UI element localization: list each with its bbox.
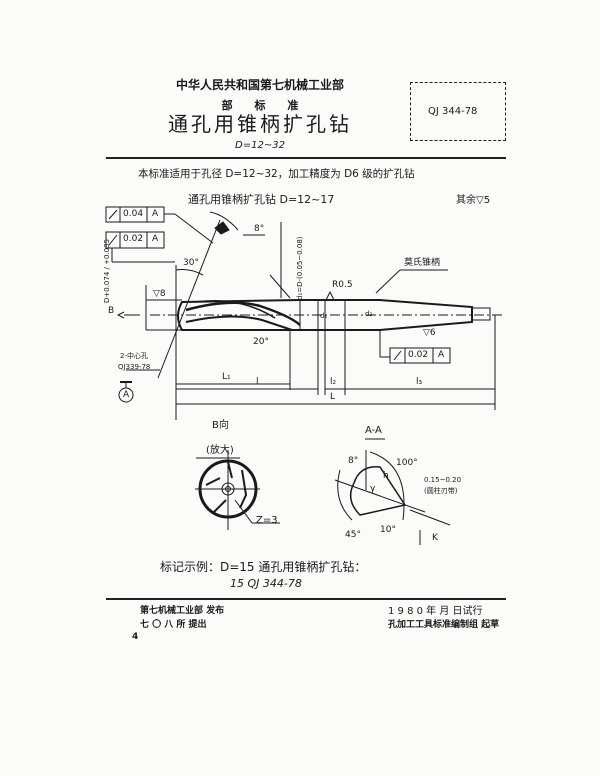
tolerance-value-1: 0.04 [123, 209, 144, 219]
tolerance-value-2: 0.02 [123, 234, 144, 244]
page-number: 4 [132, 632, 139, 642]
roughness-6: ▽6 [423, 328, 436, 338]
standard-code: QJ 344-78 [428, 106, 478, 117]
section-aa-title: A-A [365, 425, 382, 436]
standard-code-box [410, 82, 506, 141]
scope-text: 本标准适用于孔径 D=12~32，加工精度为 D6 级的扩孔钻 [138, 168, 415, 180]
marking-example: 标记示例：D=15 通孔用锥柄扩孔钻： [160, 560, 367, 574]
angle-30: 30° [183, 258, 199, 268]
aa-angle-8: 8° [348, 456, 359, 466]
issuer: 第七机械工业部 发布 [140, 606, 225, 616]
view-b-arrow-label: B [108, 306, 115, 316]
radius-r05: R0.5 [332, 280, 353, 290]
tolerance-frame-1 [105, 206, 214, 244]
view-b-title: B向 [212, 420, 229, 431]
center-hole-label: 2-中心孔 [120, 352, 148, 360]
footer-rule [106, 598, 506, 600]
morse-taper-label: 莫氏锥柄 [404, 258, 441, 268]
tolerance-frame-3 [389, 347, 451, 364]
aa-gamma: γ [370, 484, 376, 494]
tolerance-datum-3: A [438, 350, 445, 360]
angle-8: 8° [254, 224, 265, 234]
angle-20: 20° [253, 337, 269, 347]
roughness-note: 其余▽5 [456, 195, 491, 206]
diameter-tolerance: D+0.074 / +0.035 [103, 238, 111, 303]
roughness-8: ▽8 [153, 289, 166, 299]
aa-land-note: (圆柱刃带) [424, 487, 458, 495]
aa-land-width: 0.15~0.20 [424, 476, 462, 484]
d1-formula: d₁=D-(0.05~0.08) [296, 236, 304, 300]
aa-angle-100: 100° [396, 458, 418, 468]
tolerance-frame-2 [105, 231, 175, 263]
dim-d2: d₂ [365, 310, 373, 318]
dim-l2: l₂ [330, 377, 337, 387]
standard-type: 部 标 准 [221, 99, 299, 112]
tolerance-datum-2: A [152, 234, 159, 244]
aa-angle-10: 10° [380, 525, 396, 535]
dim-l: l [256, 377, 259, 387]
marking-example-code: 15 QJ 344-78 [230, 577, 302, 590]
tolerance-value-3: 0.02 [408, 350, 429, 360]
trial-date: 1 9 8 0 年 月 日试行 [388, 606, 483, 617]
dim-l3: l₃ [416, 377, 423, 387]
dim-L1: L₁ [222, 372, 231, 382]
drafter: 孔加工工具标准编制组 起草 [388, 620, 500, 630]
dim-d1: d₁ [320, 312, 328, 320]
diameter-range: D=12~32 [235, 140, 285, 151]
center-hole-standard: QJ339-78 [118, 363, 151, 371]
aa-h: h [383, 471, 389, 481]
ministry-name: 中华人民共和国第七机械工业部 [175, 78, 344, 92]
drawing-subtitle: 通孔用锥柄扩孔钻 D=12~17 [188, 193, 335, 206]
datum-a: A [123, 390, 130, 400]
aa-k: K [432, 533, 438, 543]
flute-count: Z=3 [256, 515, 278, 526]
view-b-note: (放大) [206, 445, 234, 456]
document-title: 通孔用锥柄扩孔钻 [168, 112, 352, 136]
header-rule [106, 157, 506, 159]
tolerance-datum-1: A [152, 209, 159, 219]
dim-L: L [330, 392, 336, 402]
proposer: 七 〇 八 所 提出 [140, 620, 207, 630]
aa-angle-45: 45° [345, 530, 361, 540]
